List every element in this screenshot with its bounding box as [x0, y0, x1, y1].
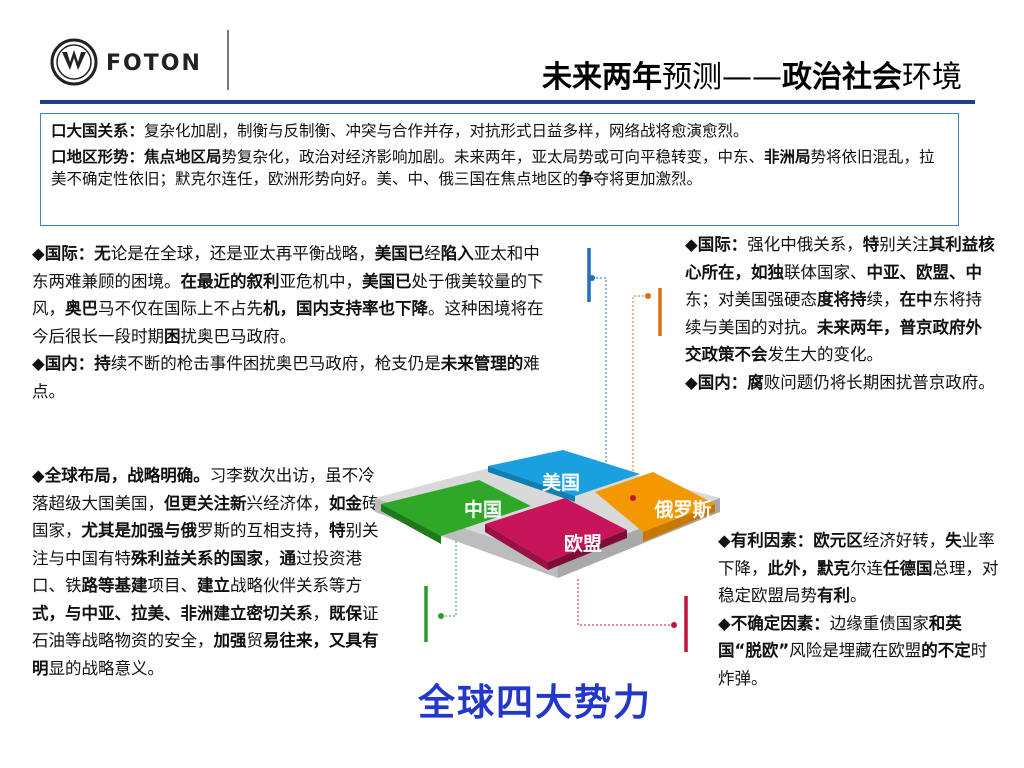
- svg-text:美国: 美国: [542, 471, 580, 494]
- us-international: ◆国际：无论是在全球，还是亚太再平衡战略，美国已经陷入亚太和中东两难兼顾的困境。…: [32, 244, 544, 346]
- eu-favorable: ◆有利因素：欧元区经济好转，失业率下降，此外，默克尔连任德国总理，对稳定欧盟局势…: [718, 531, 999, 605]
- summary-box: 口大国关系：复杂化加剧，制衡与反制衡、冲突与合作并存，对抗形式日益多样，网络战将…: [40, 113, 959, 226]
- summary-regional: 口地区形势：焦点地区局势复杂化，政治对经济影响加剧。未来两年，亚太局势或可向平稳…: [51, 148, 935, 188]
- diagram-caption: 全球四大势力: [418, 681, 652, 724]
- logo-text: FOTON: [106, 51, 202, 76]
- four-powers-diagram: 美国 俄罗斯 中国 欧盟: [375, 240, 720, 660]
- tile-russia: 俄罗斯: [595, 472, 715, 542]
- foton-emblem-icon: [50, 38, 98, 86]
- tile-us: 美国: [488, 450, 640, 502]
- tile-china: 中国: [381, 480, 531, 544]
- svg-text:中国: 中国: [464, 498, 502, 521]
- china-section: ◆全球布局，战略明确。习李数次出访，虽不冷落超级大国美国，但更关注新兴经济体，如…: [32, 462, 382, 682]
- logo-divider: [227, 30, 229, 90]
- tile-eu: 欧盟: [485, 498, 627, 570]
- title-underline: [40, 100, 975, 104]
- eu-section: ◆有利因素：欧元区经济好转，失业率下降，此外，默克尔连任德国总理，对稳定欧盟局势…: [718, 527, 1000, 692]
- china-strategy: ◆全球布局，战略明确。习李数次出访，虽不冷落超级大国美国，但更关注新兴经济体，如…: [32, 466, 379, 678]
- svg-text:俄罗斯: 俄罗斯: [653, 498, 711, 521]
- page-title: 未来两年预测——政治社会环境: [542, 60, 962, 95]
- summary-major-powers: 口大国关系：复杂化加剧，制衡与反制衡、冲突与合作并存，对抗形式日益多样，网络战将…: [51, 122, 749, 140]
- connector-us: [587, 248, 607, 468]
- russia-international: ◆国际：强化中俄关系，特别关注其利益核心所在，如独联体国家、中亚、欧盟、中东；对…: [685, 235, 995, 364]
- foton-logo: FOTON: [48, 36, 228, 88]
- connector-russia: [632, 288, 662, 498]
- us-domestic: ◆国内：持续不断的枪击事件困扰奥巴马政府，枪支仍是未来管理的难点。: [32, 354, 540, 401]
- us-section: ◆国际：无论是在全球，还是亚太再平衡战略，美国已经陷入亚太和中东两难兼顾的困境。…: [32, 240, 547, 405]
- russia-section: ◆国际：强化中俄关系，特别关注其利益核心所在，如独联体国家、中亚、欧盟、中东；对…: [685, 231, 997, 396]
- eu-uncertain: ◆不确定因素：边缘重债国家和英国“脱欧”风险是埋藏在欧盟的不定时炸弹。: [718, 613, 988, 688]
- russia-domestic: ◆国内：腐败问题仍将长期困扰普京政府。: [685, 372, 995, 392]
- connector-eu: [577, 578, 688, 652]
- svg-text:欧盟: 欧盟: [564, 532, 602, 555]
